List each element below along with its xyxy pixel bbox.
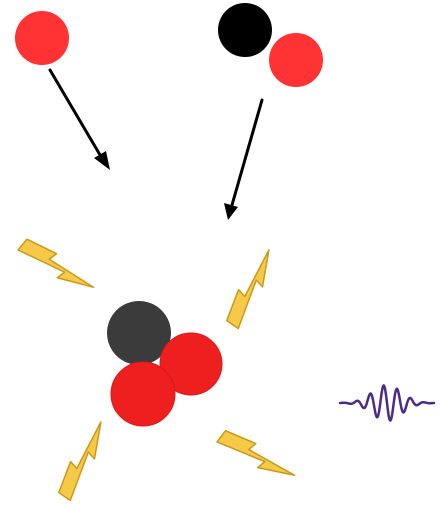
product-dark-particle [107,301,171,365]
arrow-icon-right [224,98,264,220]
arrow-icon-left [48,68,110,170]
lightning-bolt-icon [58,421,102,502]
lightning-bolt-icon [17,238,95,289]
product-red-particle-right [159,332,223,396]
incoming-black-particle [218,3,272,57]
lightning-bolt-icon [226,249,270,330]
photon-wave-icon [338,384,436,422]
product-red-particle-bottom [110,361,176,427]
lightning-bolt-icon [216,429,296,477]
incoming-red-particle [15,11,69,65]
incoming-red-particle-2 [269,33,323,87]
